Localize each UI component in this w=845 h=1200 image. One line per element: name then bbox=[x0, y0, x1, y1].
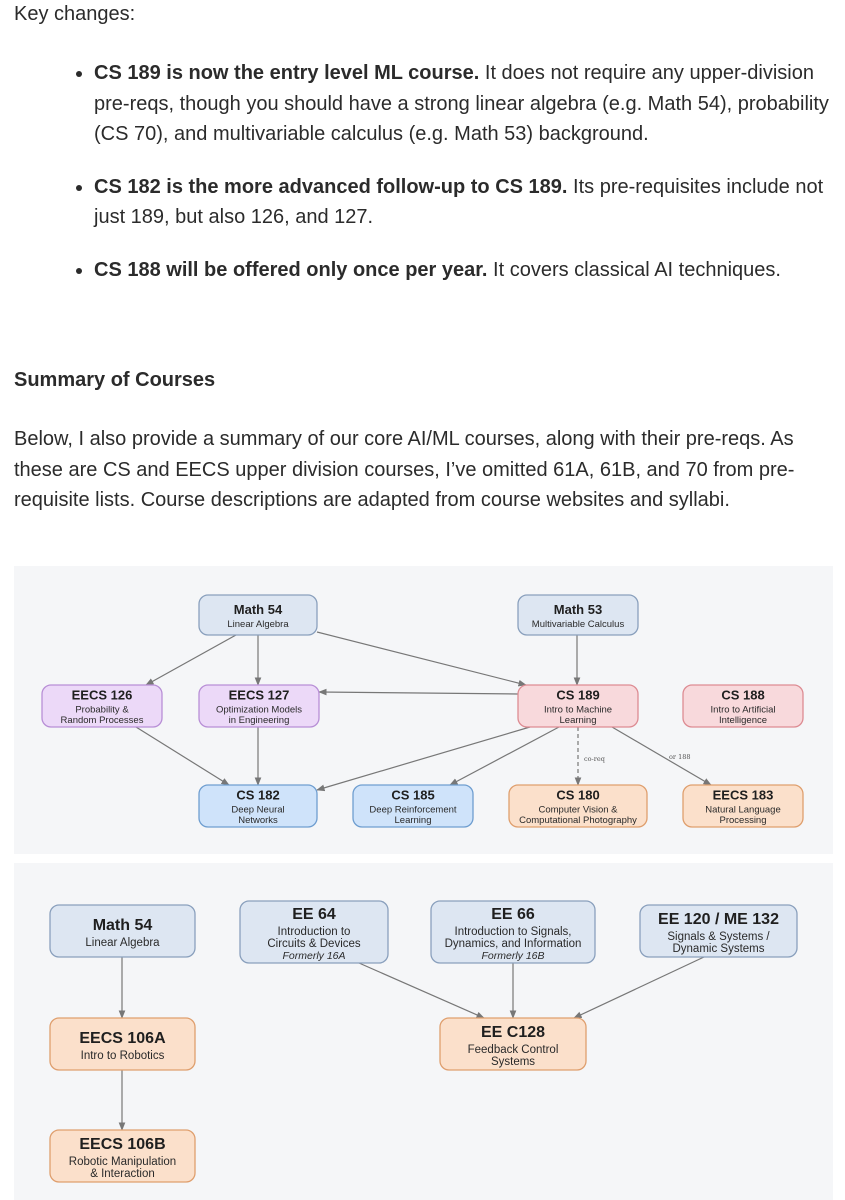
edge-label-coreq: co-req bbox=[584, 755, 605, 763]
course-code: CS 185 bbox=[391, 788, 434, 803]
course-description: Natural Language bbox=[705, 805, 781, 816]
course-node-math53: Math 53 Multivariable Calculus bbox=[517, 594, 639, 636]
prereq-arrow bbox=[449, 726, 560, 786]
list-item: CS 188 will be offered only once per yea… bbox=[94, 255, 845, 286]
course-description: Networks bbox=[238, 815, 278, 826]
list-item-text: It covers classical AI techniques. bbox=[487, 258, 781, 281]
course-description: Intro to Robotics bbox=[81, 1050, 165, 1062]
course-description: Learning bbox=[560, 715, 597, 726]
robotics-diagram-panel: Math 54 Linear Algebra EE 64 Introduction t… bbox=[14, 863, 833, 1200]
course-description: Computational Photography bbox=[519, 815, 637, 826]
course-code: CS 188 bbox=[721, 688, 764, 703]
course-description: Deep Reinforcement bbox=[369, 805, 456, 816]
course-description: Deep Neural bbox=[231, 805, 284, 816]
list-item-text: Its pre-requisites include not just 189,… bbox=[94, 175, 824, 229]
prereq-arrow bbox=[573, 956, 705, 1019]
course-description: Linear Algebra bbox=[227, 619, 289, 630]
course-code: CS 189 bbox=[556, 688, 599, 703]
course-description: & Interaction bbox=[90, 1168, 155, 1180]
course-code: EE C128 bbox=[481, 1024, 545, 1041]
course-node-math54: Math 54 Linear Algebra bbox=[198, 594, 318, 636]
prereq-arrow bbox=[145, 634, 237, 686]
course-description: Probability & bbox=[75, 705, 129, 716]
course-code: EECS 106B bbox=[79, 1136, 165, 1153]
key-changes-list: CS 189 is now the entry level ML course.… bbox=[60, 58, 845, 307]
course-description: Multivariable Calculus bbox=[532, 619, 625, 630]
course-note: Formerly 16A bbox=[282, 950, 345, 962]
prereq-arrow bbox=[316, 726, 531, 792]
course-description: Processing bbox=[720, 815, 767, 826]
course-description: Robotic Manipulation bbox=[69, 1156, 176, 1168]
prereq-arrow bbox=[611, 726, 712, 786]
course-node-eecs106b: EECS 106B Robotic Manipulation& Interacti… bbox=[49, 1129, 196, 1183]
robotics-prereq-diagram: Math 54 Linear Algebra EE 64 Introduction t… bbox=[49, 900, 798, 1183]
course-description: Optimization Models bbox=[216, 705, 302, 716]
course-node-math54: Math 54 Linear Algebra bbox=[49, 904, 196, 958]
list-item: CS 182 is the more advanced follow-up to… bbox=[94, 172, 845, 233]
course-code: EECS 126 bbox=[72, 688, 133, 703]
course-description: Random Processes bbox=[61, 715, 144, 726]
course-code: CS 182 bbox=[236, 788, 279, 803]
course-code: EECS 183 bbox=[713, 788, 774, 803]
course-node-ee66: EE 66 Introduction to Signals,Dynamics, a… bbox=[430, 900, 596, 964]
course-description: Introduction to bbox=[278, 926, 351, 938]
list-item: CS 189 is now the entry level ML course.… bbox=[94, 58, 845, 150]
course-description: Introduction to Signals, bbox=[455, 926, 572, 938]
section-heading: Summary of Courses bbox=[14, 369, 216, 391]
course-description: Computer Vision & bbox=[538, 805, 618, 816]
ai-ml-prereq-diagram: co-req or 188 Math 54 Linear Algebra Math 53… bbox=[41, 594, 804, 828]
prereq-arrow bbox=[135, 726, 230, 786]
course-description: Intro to Artificial bbox=[711, 705, 776, 716]
course-description: Learning bbox=[395, 815, 432, 826]
course-description: Linear Algebra bbox=[85, 937, 160, 949]
list-item-bold: CS 189 is now the entry level ML course. bbox=[94, 62, 480, 84]
prereq-arrow bbox=[316, 631, 527, 687]
course-code: EE 64 bbox=[292, 906, 336, 923]
course-node-eecs106a: EECS 106A Intro to Robotics bbox=[49, 1017, 196, 1071]
course-code: EECS 106A bbox=[79, 1030, 166, 1047]
course-code: Math 54 bbox=[234, 602, 283, 617]
list-item-bold: CS 182 is the more advanced follow-up to… bbox=[94, 175, 568, 198]
course-description: Signals & Systems / bbox=[667, 931, 770, 943]
course-description: Intelligence bbox=[719, 715, 767, 726]
list-item-text: It does not require any upper-division p… bbox=[94, 62, 829, 145]
ai-ml-diagram-panel: co-req or 188 Math 54 Linear Algebra Math 53… bbox=[14, 566, 833, 854]
course-code: EE 66 bbox=[491, 906, 535, 923]
summary-paragraph: Below, I also provide a summary of our c… bbox=[14, 428, 795, 511]
edge-label-or-188: or 188 bbox=[669, 753, 691, 761]
course-code: EECS 127 bbox=[229, 688, 290, 703]
course-description: Circuits & Devices bbox=[267, 938, 361, 950]
course-code: Math 54 bbox=[93, 917, 153, 934]
course-description: Feedback Control bbox=[468, 1044, 559, 1056]
course-description: Intro to Machine bbox=[544, 705, 612, 716]
course-description: Systems bbox=[491, 1056, 535, 1068]
course-description: Dynamic Systems bbox=[672, 943, 764, 955]
course-code: Math 53 bbox=[554, 602, 602, 617]
prereq-arrow bbox=[358, 962, 485, 1019]
course-note: Formerly 16B bbox=[481, 950, 544, 962]
course-code: CS 180 bbox=[556, 788, 599, 803]
course-description: in Engineering bbox=[229, 715, 290, 726]
prereq-arrow bbox=[318, 688, 519, 696]
list-item-bold: CS 188 will be offered only once per yea… bbox=[94, 258, 488, 281]
course-description: Dynamics, and Information bbox=[445, 938, 582, 950]
intro-text: Key changes: bbox=[14, 3, 136, 25]
course-code: EE 120 / ME 132 bbox=[658, 911, 779, 928]
